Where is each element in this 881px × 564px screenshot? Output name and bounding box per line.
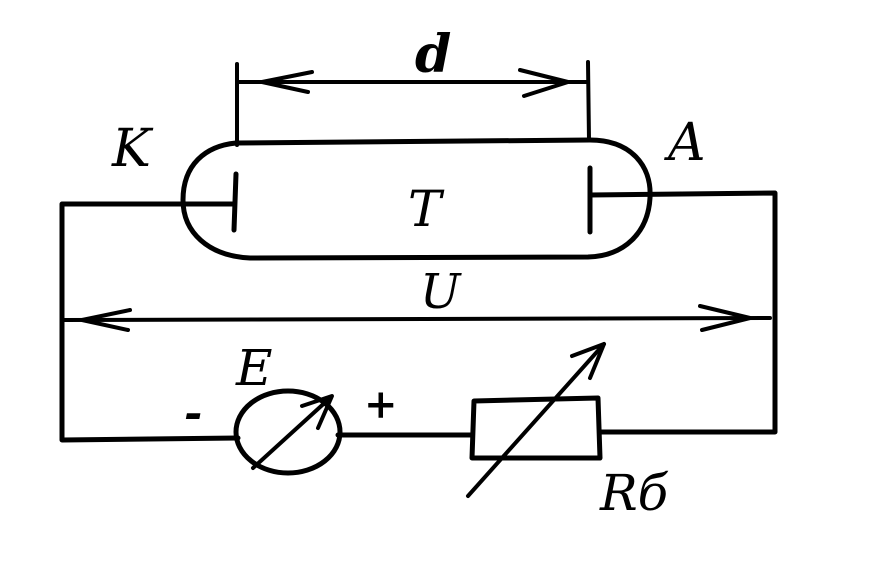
plus-label: + xyxy=(364,381,398,428)
resistor-variable-arrow xyxy=(466,342,606,498)
resistor-label: Rб xyxy=(599,464,669,522)
wire-anode-right xyxy=(587,190,778,435)
source-label: E xyxy=(235,339,273,397)
voltage-arrowhead-right xyxy=(698,304,752,332)
tube-envelope xyxy=(180,137,653,261)
voltage-label: U xyxy=(420,264,462,320)
tube-label: T xyxy=(408,180,445,238)
emf-source-circle xyxy=(233,388,343,476)
emf-source-arrow xyxy=(251,396,332,470)
anode-label: A xyxy=(664,113,706,173)
distance-tick-right xyxy=(586,60,591,142)
distance-arrowhead-left xyxy=(260,70,314,94)
voltage-arrow-line xyxy=(62,316,772,322)
resistor-arrowhead xyxy=(570,342,606,380)
resistor-body xyxy=(469,395,603,461)
wire-cathode-left xyxy=(59,201,241,443)
emf-source-arrowhead xyxy=(300,394,334,430)
voltage-arrowhead-left xyxy=(80,308,132,332)
distance-arrowhead-right xyxy=(518,68,570,98)
minus-label: - xyxy=(184,388,202,439)
cathode-label: K xyxy=(111,119,154,179)
distance-label: d xyxy=(415,24,451,85)
